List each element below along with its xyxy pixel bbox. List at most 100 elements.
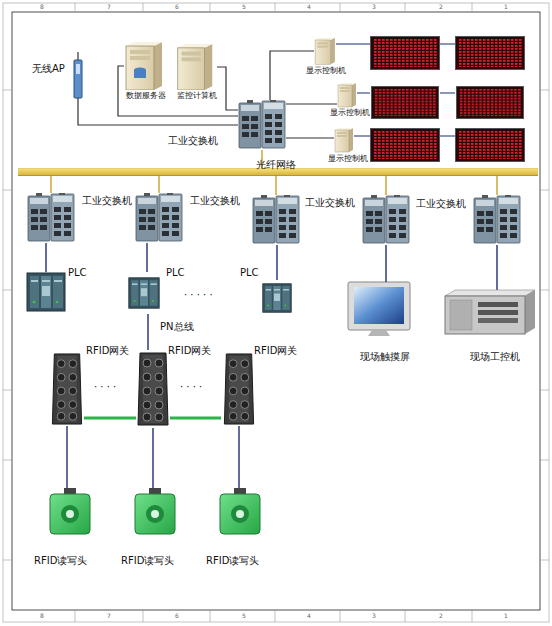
node-label: 光纤网络 bbox=[256, 160, 296, 170]
network-cable bbox=[118, 66, 238, 116]
ruler-number: 3 bbox=[372, 613, 376, 619]
node-label: RFID读写头 bbox=[206, 556, 259, 566]
controller-icon bbox=[338, 83, 356, 107]
ruler-number: 5 bbox=[242, 4, 246, 10]
network-cable bbox=[238, 426, 239, 488]
led-board bbox=[371, 129, 440, 162]
node-label: 显示控制机 bbox=[306, 67, 346, 75]
node-label: 显示控制机 bbox=[328, 155, 368, 163]
node-label: 数据服务器 bbox=[126, 92, 166, 100]
industrial-pc-icon bbox=[445, 290, 535, 334]
plc-icon bbox=[27, 273, 65, 311]
network-cable bbox=[217, 67, 238, 110]
computer-icon bbox=[178, 44, 213, 90]
node-label: 无线AP bbox=[32, 64, 65, 74]
ruler-number: 6 bbox=[175, 4, 179, 10]
gateway-icon bbox=[52, 354, 81, 424]
node-label: RFID读写头 bbox=[121, 556, 174, 566]
node-label: RFID读写头 bbox=[34, 556, 87, 566]
pn-bus bbox=[170, 417, 221, 420]
display-wire bbox=[336, 44, 455, 136]
ruler-number: 5 bbox=[242, 613, 246, 619]
plc-icon bbox=[263, 284, 292, 313]
node-label: RFID网关 bbox=[254, 346, 297, 356]
led-display-boards bbox=[371, 37, 525, 162]
node-label: 监控计算机 bbox=[177, 92, 217, 100]
pn-bus bbox=[84, 417, 136, 420]
ruler-number: 3 bbox=[372, 4, 376, 10]
ruler-number: 7 bbox=[107, 4, 111, 10]
network-cable bbox=[45, 243, 46, 272]
ruler-number: 2 bbox=[439, 613, 443, 619]
network-cable bbox=[66, 426, 67, 488]
touch-screen-icon bbox=[348, 282, 410, 336]
switch-icon bbox=[253, 195, 299, 243]
display-controller: 显示控制机 bbox=[314, 36, 336, 66]
reader-icon bbox=[50, 488, 90, 534]
fiber-band: 光纤网络 bbox=[18, 168, 538, 176]
led-board bbox=[456, 129, 525, 162]
plc: PLC bbox=[26, 272, 66, 312]
switch-icon bbox=[474, 195, 520, 243]
ruler-number: 2 bbox=[439, 4, 443, 10]
led-board bbox=[372, 86, 439, 118]
network-cable bbox=[385, 245, 386, 282]
reader-icon bbox=[135, 488, 175, 534]
pn-bus bbox=[147, 314, 148, 350]
database-symbol bbox=[134, 70, 146, 78]
rfid-gateway: RFID网关 bbox=[221, 352, 257, 426]
node-label: 显示控制机 bbox=[330, 109, 370, 117]
ellipsis-dots: · · · · bbox=[180, 382, 202, 392]
wireless-ap: 无线AP bbox=[72, 60, 84, 98]
ruler-number: 4 bbox=[307, 4, 311, 10]
industrial-switch: 工业交换机 bbox=[26, 193, 76, 243]
node-label: 工业交换机 bbox=[168, 136, 218, 146]
node-label: 工业交换机 bbox=[190, 196, 240, 206]
gateway-icon bbox=[224, 354, 253, 424]
node-label: RFID网关 bbox=[86, 346, 129, 356]
ellipsis-dots: · · · · · bbox=[184, 290, 213, 300]
controller-icon bbox=[315, 38, 335, 64]
switch-icon bbox=[363, 195, 409, 243]
drawing-frame bbox=[3, 3, 549, 622]
fiber-drop bbox=[158, 176, 159, 193]
rfid-reader: RFID读写头 bbox=[48, 488, 92, 536]
node-label: PLC bbox=[166, 268, 185, 278]
fiber-drop bbox=[385, 176, 386, 195]
rfid-gateway: RFID网关 bbox=[50, 352, 84, 426]
network-cable bbox=[78, 98, 238, 125]
plc-icon bbox=[129, 278, 159, 308]
led-board bbox=[371, 37, 440, 70]
node-label: RFID网关 bbox=[168, 346, 211, 356]
network-cable bbox=[286, 103, 337, 104]
display-controller: 显示控制机 bbox=[337, 82, 357, 108]
industrial-switch: 工业交换机 bbox=[362, 195, 410, 245]
switch-icon bbox=[28, 193, 74, 241]
network-cable bbox=[496, 245, 497, 290]
fiber-drop bbox=[50, 176, 51, 193]
node-label: 现场触摸屏 bbox=[360, 352, 410, 362]
ruler-number: 4 bbox=[307, 613, 311, 619]
plc: PLC bbox=[262, 280, 292, 316]
node-label: 工业交换机 bbox=[305, 198, 355, 208]
ruler-number: 8 bbox=[40, 4, 44, 10]
ellipsis-dots: · · · · bbox=[94, 382, 116, 392]
monitor-computer: 监控计算机 bbox=[175, 44, 217, 90]
node-label: 工业交换机 bbox=[416, 199, 466, 209]
industrial-switch: 工业交换机 bbox=[238, 100, 286, 150]
gateway-icon bbox=[138, 353, 168, 425]
rfid-reader: RFID读写头 bbox=[218, 488, 262, 536]
node-label: PLC bbox=[240, 268, 259, 278]
led-board bbox=[456, 37, 525, 70]
rfid-reader: RFID读写头 bbox=[133, 488, 177, 536]
reader-icon bbox=[220, 488, 260, 534]
ruler-number: 7 bbox=[107, 613, 111, 619]
ruler-number: 1 bbox=[504, 4, 508, 10]
touch-screen: 现场触摸屏 bbox=[348, 282, 410, 336]
network-cable bbox=[276, 245, 277, 280]
display-controller: 显示控制机 bbox=[334, 126, 354, 154]
rfid-gateway: RFID网关 bbox=[136, 350, 170, 428]
network-cable bbox=[286, 137, 334, 138]
